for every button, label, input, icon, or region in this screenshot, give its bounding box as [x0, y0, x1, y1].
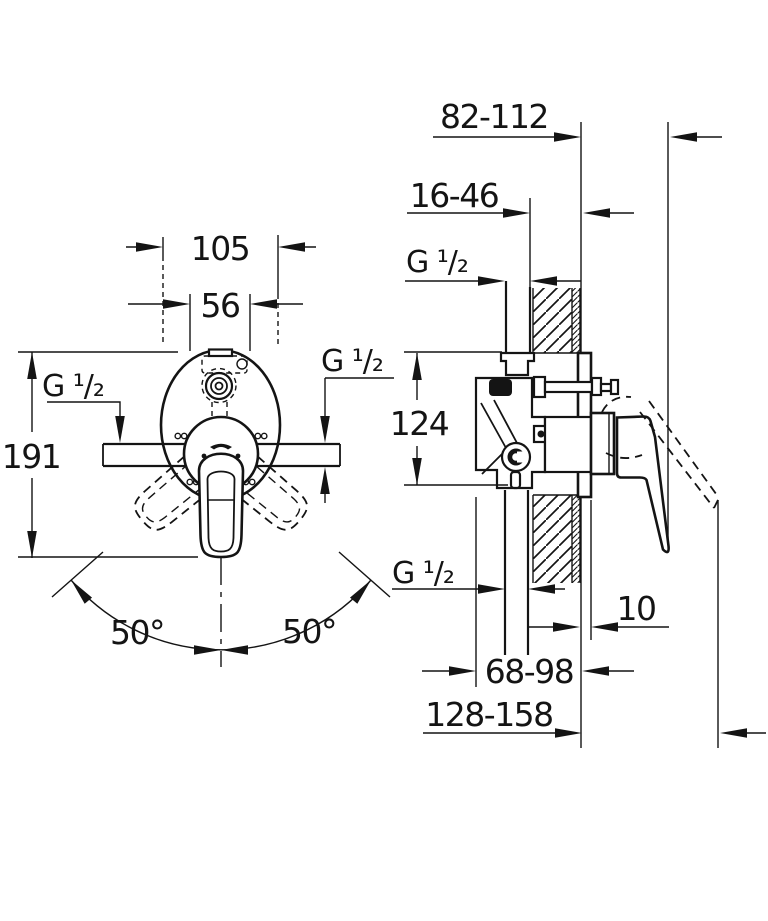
front-view: [102, 348, 341, 667]
dim-124: 124: [390, 351, 508, 486]
dim-10-label: 10: [617, 589, 656, 628]
thread-label-side-bottom: G ¹/₂: [392, 556, 454, 591]
front-dimensions: 105 56 191 G ¹/₂ G ¹/₂: [2, 229, 394, 655]
pipe-bottom-side: [503, 490, 530, 655]
dim-128-158-label: 128-158: [425, 695, 552, 734]
dim-82-112: 82-112: [433, 97, 722, 142]
side-dimensions: 82-112 16-46 G ¹/₂ 124 G ¹/₂: [390, 97, 766, 738]
hub-side: [589, 411, 616, 476]
dim-56-label: 56: [201, 286, 240, 325]
thread-callout-front-right: G ¹/₂: [320, 344, 394, 503]
handle-side-dashed: [601, 395, 720, 509]
indicator-mark: [210, 443, 232, 450]
concealed-body-front: [201, 348, 248, 416]
handle-side: [615, 415, 670, 554]
thread-label-front-left: G ¹/₂: [42, 369, 104, 404]
thread-label-side-top: G ¹/₂: [406, 245, 468, 280]
dim-10: 10: [527, 589, 669, 632]
thread-label-front-right: G ¹/₂: [321, 344, 383, 379]
dim-16-46-label: 16-46: [410, 176, 498, 215]
inlet-pipe-left: [102, 442, 188, 468]
dim-56: 56: [128, 286, 303, 351]
cartridge-sleeve: [543, 415, 593, 474]
fixing-rod: [532, 375, 620, 399]
thread-callout-front-left: G ¹/₂: [42, 369, 125, 443]
dim-angle-50: 50° 50°: [51, 551, 391, 655]
dim-105-label: 105: [191, 229, 250, 268]
dim-82-112-label: 82-112: [440, 97, 548, 136]
dim-16-46: 16-46: [407, 176, 634, 218]
thread-callout-side-bottom: G ¹/₂: [392, 556, 565, 594]
dim-124-label: 124: [390, 404, 449, 443]
thread-callout-side-top: G ¹/₂: [405, 245, 581, 286]
inlet-pipe-right: [254, 442, 341, 468]
dim-68-98: 68-98: [422, 652, 634, 691]
dim-105: 105: [126, 229, 316, 344]
dim-68-98-label: 68-98: [485, 652, 573, 691]
valve-body-side: [474, 351, 550, 490]
angle-right-label: 50°: [282, 612, 336, 651]
pipe-top-side: [504, 281, 532, 353]
dim-191: 191: [2, 351, 198, 558]
angle-left-label: 50°: [110, 613, 164, 652]
wall-section: [532, 288, 581, 583]
lever-front: [197, 452, 245, 559]
dim-191-label: 191: [2, 437, 61, 476]
dim-128-158: 128-158: [423, 695, 766, 738]
side-view: [474, 122, 720, 748]
